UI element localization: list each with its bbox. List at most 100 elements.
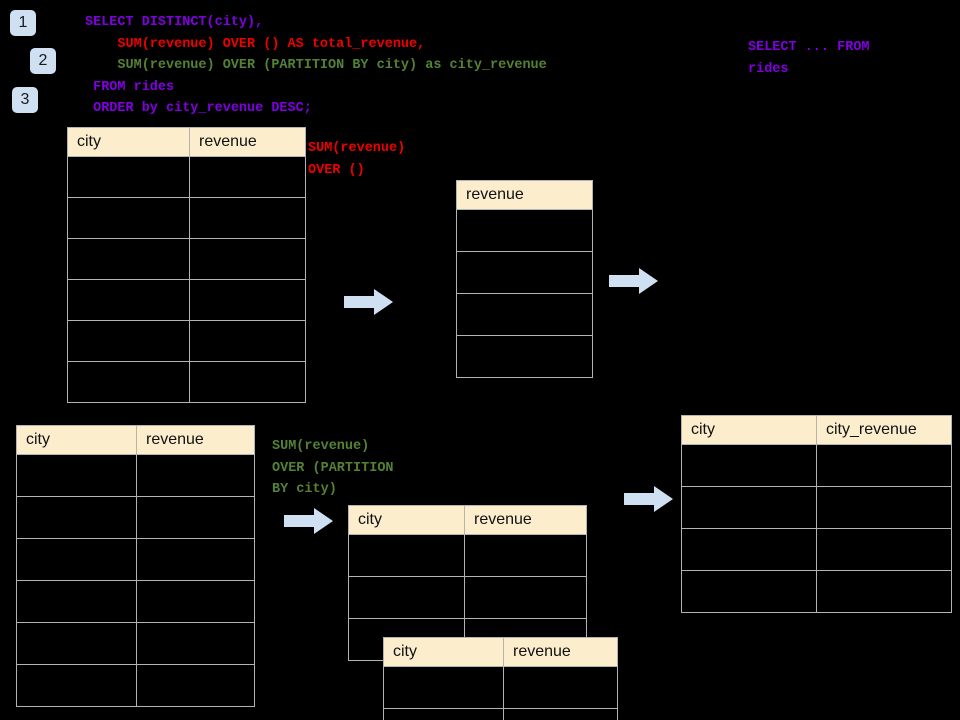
sql-line-4: FROM rides — [93, 79, 175, 95]
total-revenue-table: revenue — [456, 180, 593, 378]
table-cell-city — [383, 666, 504, 709]
table-row — [67, 361, 306, 403]
table-cell-city — [67, 156, 190, 198]
sql-line-2: SUM(revenue) OVER () AS total_revenue, — [117, 36, 426, 52]
table-cell-city_revenue — [816, 570, 952, 613]
table-cell-revenue — [503, 666, 618, 709]
table-cell-revenue — [136, 454, 255, 497]
table-cell-city_revenue — [816, 444, 952, 487]
column-header-revenue: revenue — [464, 505, 587, 535]
table-cell-city — [348, 576, 465, 619]
table-cell-city — [681, 486, 817, 529]
table-row — [383, 708, 618, 720]
column-header-revenue: revenue — [189, 127, 306, 157]
step-badge-2: 2 — [30, 48, 56, 74]
step-badge-3: 3 — [12, 87, 38, 113]
table-cell-revenue — [189, 320, 306, 362]
table-cell-city — [67, 238, 190, 280]
table-row — [456, 293, 593, 336]
table-cell-city_revenue — [816, 528, 952, 571]
table-row — [383, 666, 618, 709]
sql-line-1: SELECT DISTINCT(city), — [85, 15, 264, 30]
table-row — [456, 251, 593, 294]
table-cell-city — [16, 454, 137, 497]
flow-arrow-rides-to-partition — [284, 507, 334, 540]
table-cell-city_revenue — [816, 486, 952, 529]
sql-query-block: SELECT DISTINCT(city), SUM(revenue) OVER … — [85, 12, 547, 120]
note-sum-over-empty: SUM(revenue) OVER () — [308, 141, 406, 178]
table-row — [16, 454, 255, 497]
column-header-city: city — [348, 505, 465, 535]
table-cell-city — [16, 496, 137, 539]
table-cell-revenue — [136, 496, 255, 539]
column-header-city_revenue: city_revenue — [816, 415, 952, 445]
sql-line-3: SUM(revenue) OVER (PARTITION BY city) as… — [117, 58, 547, 73]
table-row — [67, 238, 306, 280]
table-row — [16, 538, 255, 581]
note-sum-over-partition: SUM(revenue) OVER (PARTITION BY city) — [272, 439, 394, 497]
column-header-city: city — [67, 127, 190, 157]
table-row — [348, 576, 587, 619]
table-cell-city — [67, 279, 190, 321]
table-cell-revenue — [189, 156, 306, 198]
table-cell-revenue — [456, 293, 593, 336]
column-header-city: city — [16, 425, 137, 455]
table-cell-revenue — [503, 708, 618, 720]
column-header-revenue: revenue — [456, 180, 593, 210]
step-badge-1: 1 — [10, 10, 36, 36]
flow-arrow-partition-to-result — [624, 485, 674, 518]
table-row — [67, 197, 306, 239]
table-cell-revenue — [136, 664, 255, 707]
table-cell-revenue — [456, 251, 593, 294]
table-row — [681, 570, 952, 613]
table-cell-revenue — [456, 209, 593, 252]
table-row — [681, 528, 952, 571]
table-row — [456, 335, 593, 378]
table-cell-city — [16, 664, 137, 707]
table-cell-revenue — [136, 622, 255, 665]
table-row — [16, 580, 255, 623]
sql-line-5: ORDER by city_revenue DESC; — [93, 101, 312, 116]
table-cell-city — [16, 580, 137, 623]
column-header-revenue: revenue — [136, 425, 255, 455]
table-cell-revenue — [456, 335, 593, 378]
column-header-city: city — [383, 637, 504, 667]
table-header-row: revenue — [456, 180, 593, 210]
table-cell-revenue — [189, 279, 306, 321]
table-cell-city — [16, 622, 137, 665]
table-cell-revenue — [464, 576, 587, 619]
table-cell-city — [348, 534, 465, 577]
table-row — [67, 320, 306, 362]
table-cell-revenue — [189, 361, 306, 403]
table-row — [16, 622, 255, 665]
flow-arrow-revenue-to-result — [609, 267, 659, 300]
table-row — [348, 534, 587, 577]
table-cell-revenue — [464, 534, 587, 577]
table-row — [681, 486, 952, 529]
flow-arrow-rides-to-revenue — [344, 288, 394, 321]
table-row — [16, 496, 255, 539]
table-cell-city — [383, 708, 504, 720]
table-row — [67, 156, 306, 198]
table-cell-revenue — [189, 197, 306, 239]
column-header-revenue: revenue — [503, 637, 618, 667]
table-cell-revenue — [136, 538, 255, 581]
table-cell-revenue — [189, 238, 306, 280]
table-cell-city — [67, 320, 190, 362]
table-cell-city — [67, 361, 190, 403]
table-cell-city — [16, 538, 137, 581]
table-row — [681, 444, 952, 487]
table-cell-city — [681, 570, 817, 613]
table-cell-city — [681, 444, 817, 487]
table-cell-revenue — [136, 580, 255, 623]
